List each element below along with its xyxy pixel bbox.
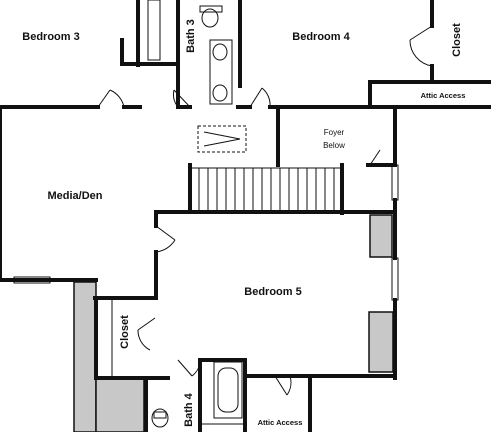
label-media-den: Media/Den <box>47 190 102 202</box>
shaded-hall <box>73 281 97 432</box>
label-bedroom-4: Bedroom 4 <box>292 31 350 43</box>
shaded-box-upper <box>369 214 393 258</box>
label-bedroom-3: Bedroom 3 <box>22 31 79 43</box>
shaded-areas <box>73 214 394 432</box>
shaded-strip <box>95 377 145 432</box>
thin-lines <box>13 0 433 428</box>
label-bath-4: Bath 4 <box>183 392 195 427</box>
label-foyer-line2: Below <box>323 141 345 150</box>
label-bedroom-5: Bedroom 5 <box>244 286 301 298</box>
label-closet-top: Closet <box>451 23 463 57</box>
label-closet-left: Closet <box>119 315 131 349</box>
label-attic-access-top: Attic Access <box>421 91 466 100</box>
label-foyer-line1: Foyer <box>324 128 345 137</box>
label-attic-access-bottom: Attic Access <box>258 418 303 427</box>
room-labels: Bedroom 3 Bedroom 4 Media/Den Bedroom 5 … <box>22 19 465 427</box>
shaded-box-lower <box>368 311 394 373</box>
label-bath-3: Bath 3 <box>185 19 197 53</box>
